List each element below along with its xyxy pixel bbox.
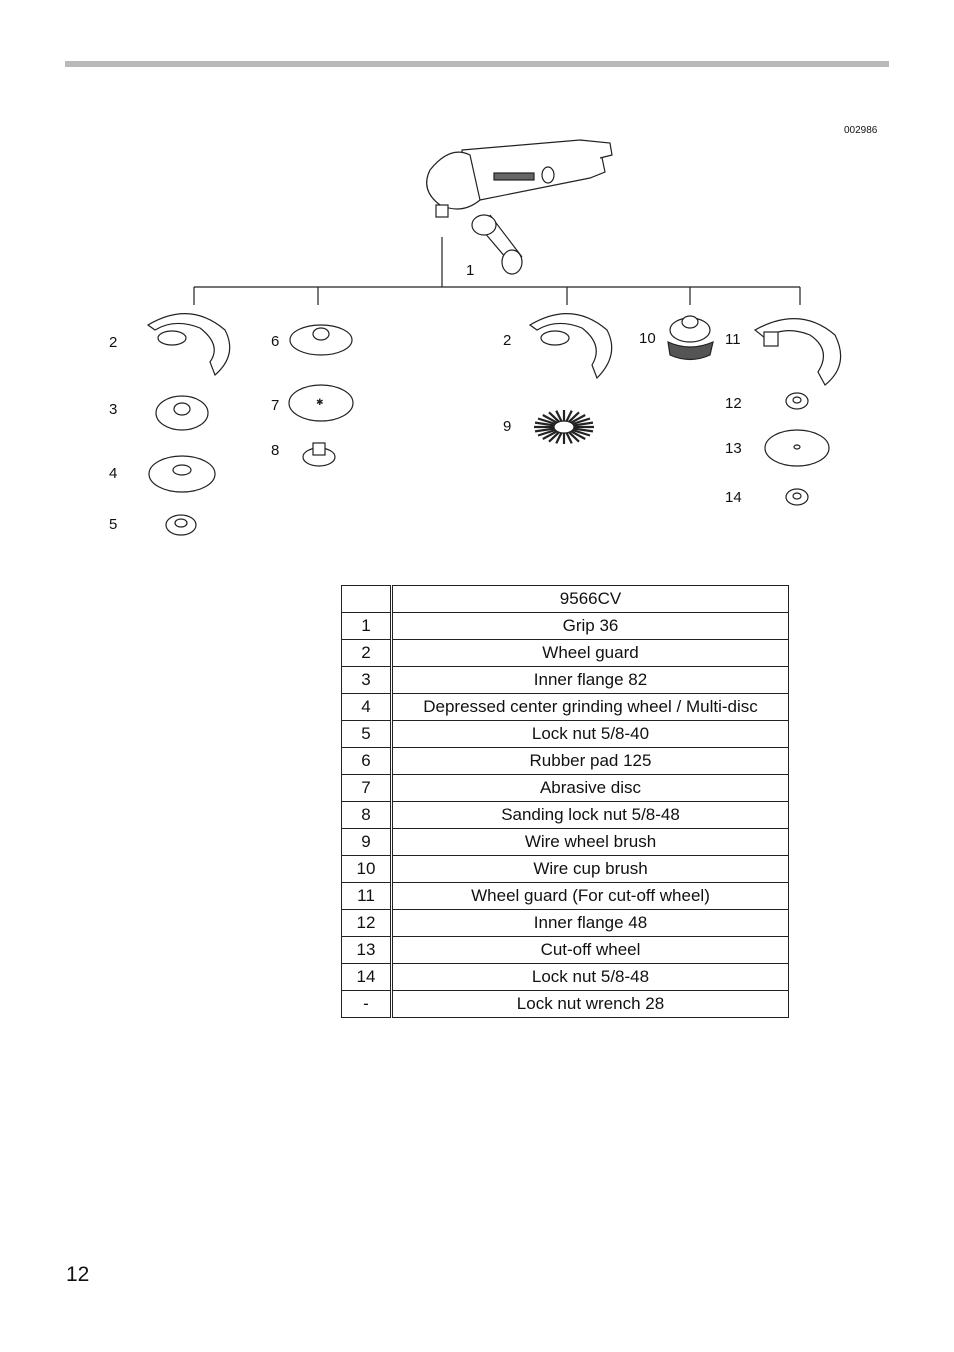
callout-10: 10 (639, 330, 656, 347)
callout-9: 9 (503, 418, 512, 435)
item-number: 2 (341, 639, 393, 667)
callout-8: 8 (271, 442, 280, 459)
grinding-wheel-hub-drawing (172, 464, 192, 476)
wheel-guard-clamp-drawing (157, 330, 187, 346)
model-header: 9566CV (391, 585, 789, 613)
rubber-pad-hub-drawing (312, 327, 330, 341)
wheel-guard-2-clamp-drawing (540, 330, 570, 346)
item-description: Rubber pad 125 (391, 747, 789, 775)
cutoff-guard-clamp-drawing (763, 331, 779, 347)
table-header-row: 9566CV (341, 585, 789, 613)
wire-wheel-drawing (534, 410, 594, 444)
item-number: 9 (341, 828, 393, 856)
item-number: 1 (341, 612, 393, 640)
sanding-nut-hub-drawing (312, 442, 326, 456)
cup-brush-drawing (667, 340, 714, 361)
wheel-guard-drawing (146, 313, 231, 377)
cutoff-wheel-drawing (764, 429, 830, 467)
flange-48-drawing (785, 392, 809, 410)
item-description: Inner flange 82 (391, 666, 789, 694)
lock-nut-48-drawing (785, 488, 809, 506)
wire-wheel-hub-drawing (553, 420, 575, 434)
item-number: - (341, 990, 393, 1018)
page-number: 12 (66, 1263, 90, 1286)
cutoff-wheel-hole-drawing (793, 444, 801, 450)
lock-nut-hole-drawing (174, 518, 188, 528)
inner-flange-hub-drawing (173, 402, 191, 416)
inner-flange-drawing (155, 395, 209, 431)
item-description: Wheel guard (For cut-off wheel) (391, 882, 789, 910)
item-number: 3 (341, 666, 393, 694)
callout-11: 11 (725, 331, 741, 348)
item-number: 12 (341, 909, 393, 937)
item-description: Depressed center grinding wheel / Multi-… (391, 693, 789, 721)
accessories-illustration: ✱ (146, 139, 842, 536)
callout-1: 1 (466, 262, 475, 279)
item-number: 14 (341, 963, 393, 991)
lock-nut-48-hole-drawing (792, 492, 802, 500)
callout-6: 6 (271, 333, 280, 350)
item-description: Lock nut wrench 28 (391, 990, 789, 1018)
connector-lines (193, 237, 801, 305)
table-row: -Lock nut wrench 28 (341, 990, 789, 1018)
callout-14: 14 (725, 489, 742, 506)
item-description: Cut-off wheel (391, 936, 789, 964)
callout-5: 5 (109, 516, 118, 533)
item-description: Lock nut 5/8-48 (391, 963, 789, 991)
item-description: Grip 36 (391, 612, 789, 640)
abrasive-disc-center-drawing: ✱ (316, 397, 324, 407)
wheel-guard-2-drawing (528, 313, 613, 380)
item-number: 10 (341, 855, 393, 883)
header-num-cell (341, 585, 393, 613)
callout-7: 7 (271, 397, 280, 414)
callout-12: 12 (725, 395, 742, 412)
abrasive-disc-drawing (288, 384, 354, 422)
cutoff-guard-drawing (753, 318, 842, 386)
item-number: 13 (341, 936, 393, 964)
item-number: 4 (341, 693, 393, 721)
grinding-wheel-drawing (148, 455, 216, 493)
header-rule (65, 61, 889, 67)
item-description: Abrasive disc (391, 774, 789, 802)
callout-13: 13 (725, 440, 742, 457)
angle-grinder-drawing (426, 139, 613, 275)
item-number: 6 (341, 747, 393, 775)
figure-code: 002986 (844, 125, 878, 136)
item-description: Sanding lock nut 5/8-48 (391, 801, 789, 829)
callout-3: 3 (109, 401, 118, 418)
item-description: Inner flange 48 (391, 909, 789, 937)
item-description: Wheel guard (391, 639, 789, 667)
flange-48-hole-drawing (792, 396, 802, 404)
item-description: Wire cup brush (391, 855, 789, 883)
item-description: Lock nut 5/8-40 (391, 720, 789, 748)
item-number: 11 (341, 882, 393, 910)
item-description: Wire wheel brush (391, 828, 789, 856)
cup-brush-hub-drawing (681, 315, 699, 329)
item-number: 5 (341, 720, 393, 748)
item-number: 8 (341, 801, 393, 829)
lock-nut-drawing (165, 514, 197, 536)
callout-2-left: 2 (109, 334, 118, 351)
item-number: 7 (341, 774, 393, 802)
callout-4: 4 (109, 465, 118, 482)
callout-2-mid: 2 (503, 332, 512, 349)
